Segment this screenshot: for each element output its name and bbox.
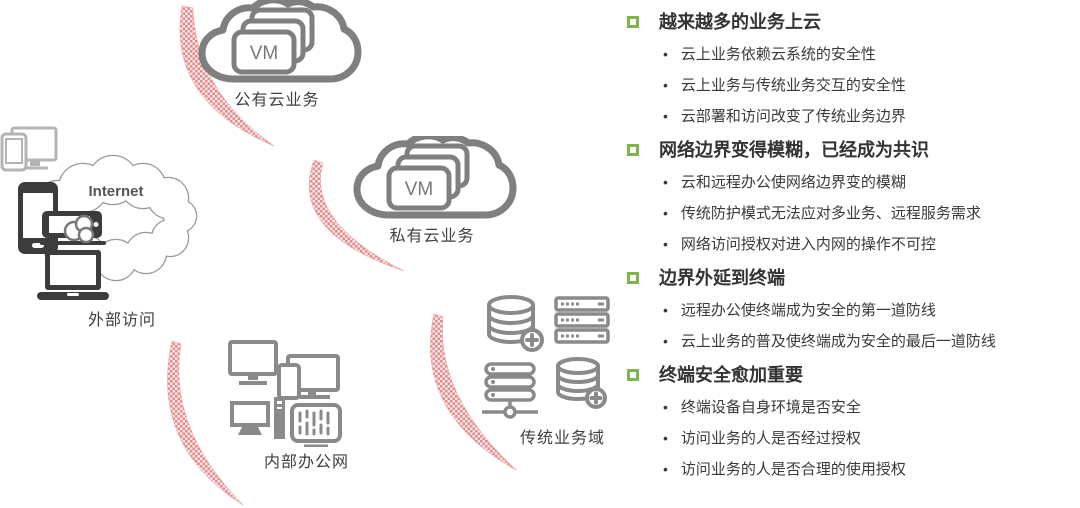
- green-square-bullet-icon: [627, 16, 639, 28]
- arc-private-cloud: [309, 159, 405, 272]
- section-title: 终端安全愈加重要: [659, 365, 803, 385]
- list-item: • 云上业务与传统业务交互的安全性: [627, 70, 1077, 101]
- vm-label: VM: [405, 179, 434, 200]
- private-cloud-label: 私有云业务: [389, 228, 475, 245]
- boundary-arcs: [167, 5, 517, 506]
- list-item: • 云上业务的普及使终端成为安全的最后一道防线: [627, 326, 1077, 357]
- dot-bullet-icon: •: [663, 77, 668, 93]
- dot-bullet-icon: •: [663, 108, 668, 124]
- dot-bullet-icon: •: [663, 302, 668, 318]
- code-panel-icon: [290, 403, 342, 447]
- private-cloud-icon: VM: [353, 136, 517, 219]
- small-cloud-icon: [63, 214, 95, 244]
- dot-bullet-icon: •: [663, 333, 668, 349]
- database-add-icon: [487, 295, 544, 352]
- vm-stack-icon: [386, 143, 470, 217]
- list-item: • 访问业务的人是否合理的使用授权: [627, 454, 1077, 485]
- traditional-domain-label: 传统业务域: [520, 430, 606, 447]
- list-item: • 终端设备自身环境是否安全: [627, 392, 1077, 423]
- list-item-text: 云部署和访问改变了传统业务边界: [680, 108, 906, 125]
- traditional-domain-icon: [482, 295, 610, 419]
- desktop-monitor-icon: [228, 340, 278, 385]
- section-cloud-migration: 越来越多的业务上云 • 云上业务依赖云系统的安全性 • 云上业务与传统业务交互的…: [627, 10, 1077, 132]
- list-item-text: 云上业务的普及使终端成为安全的最后一道防线: [680, 333, 996, 350]
- dot-bullet-icon: •: [663, 174, 668, 190]
- green-square-bullet-icon: [627, 272, 639, 284]
- dot-bullet-icon: •: [663, 461, 668, 477]
- list-item: • 云部署和访问改变了传统业务边界: [627, 101, 1077, 132]
- external-access-label: 外部访问: [88, 312, 157, 329]
- list-item-text: 访问业务的人是否合理的使用授权: [680, 461, 906, 478]
- dot-bullet-icon: •: [663, 46, 668, 62]
- list-item-text: 终端设备自身环境是否安全: [680, 399, 861, 416]
- list-item-text: 云和远程办公使网络边界变的模糊: [680, 174, 906, 191]
- workstation-icon: [230, 397, 285, 439]
- list-item-text: 访问业务的人是否经过授权: [680, 430, 861, 447]
- section-endpoint-security: 终端安全愈加重要 • 终端设备自身环境是否安全 • 访问业务的人是否经过授权 •…: [627, 363, 1077, 485]
- section-title: 网络边界变得模糊，已经成为共识: [659, 140, 929, 160]
- monitor-tablet-icon: [0, 126, 58, 172]
- public-cloud-icon: VM: [198, 0, 362, 83]
- arc-traditional-domain: [430, 313, 517, 471]
- network-server-icon: [482, 362, 538, 419]
- list-item: • 云上业务依赖云系统的安全性: [627, 39, 1077, 70]
- dot-bullet-icon: •: [663, 430, 668, 446]
- list-item: • 云和远程办公使网络边界变的模糊: [627, 167, 1077, 198]
- list-item-text: 网络访问授权对进入内网的操作不可控: [680, 236, 936, 253]
- section-title: 边界外延到终端: [659, 268, 785, 288]
- list-item-text: 云上业务依赖云系统的安全性: [680, 46, 876, 63]
- laptop-icon: [37, 250, 109, 300]
- office-network-icon: [228, 340, 342, 447]
- vm-stack-icon: [231, 7, 315, 81]
- list-item: • 访问业务的人是否经过授权: [627, 423, 1077, 454]
- list-item-text: 云上业务与传统业务交互的安全性: [680, 77, 906, 94]
- green-square-bullet-icon: [627, 144, 639, 156]
- dot-bullet-icon: •: [663, 399, 668, 415]
- monitor-phone-icon: [277, 354, 340, 400]
- arc-office-network: [167, 340, 244, 506]
- section-boundary-to-endpoint: 边界外延到终端 • 远程办公使终端成为安全的第一道防线 • 云上业务的普及使终端…: [627, 266, 1077, 357]
- list-item-text: 传统防护模式无法应对多业务、远程服务需求: [680, 205, 981, 222]
- dot-bullet-icon: •: [663, 236, 668, 252]
- section-title: 越来越多的业务上云: [659, 12, 821, 32]
- database-add-icon: [556, 357, 607, 409]
- office-network-label: 内部办公网: [264, 454, 350, 471]
- list-item: • 传统防护模式无法应对多业务、远程服务需求: [627, 198, 1077, 229]
- list-item-text: 远程办公使终端成为安全的第一道防线: [680, 302, 936, 319]
- server-rack-icon: [554, 296, 610, 344]
- public-cloud-label: 公有云业务: [234, 92, 320, 109]
- list-item: • 网络访问授权对进入内网的操作不可控: [627, 229, 1077, 260]
- list-item: • 远程办公使终端成为安全的第一道防线: [627, 295, 1077, 326]
- key-points-panel: 越来越多的业务上云 • 云上业务依赖云系统的安全性 • 云上业务与传统业务交互的…: [627, 4, 1077, 491]
- internet-label: Internet: [88, 183, 143, 200]
- dot-bullet-icon: •: [663, 205, 668, 221]
- section-blurred-boundary: 网络边界变得模糊，已经成为共识 • 云和远程办公使网络边界变的模糊 • 传统防护…: [627, 138, 1077, 260]
- green-square-bullet-icon: [627, 369, 639, 381]
- vm-label: VM: [250, 43, 279, 64]
